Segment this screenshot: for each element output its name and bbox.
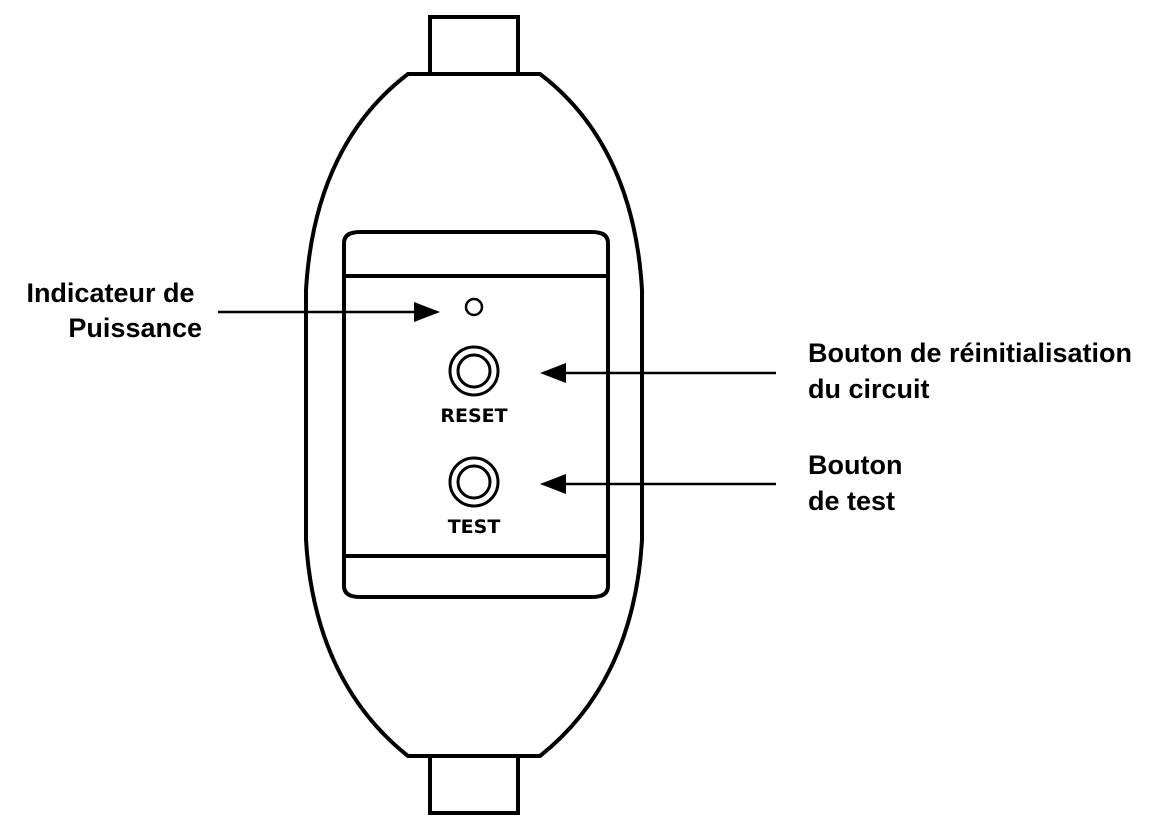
test-button-callout-line-1: Bouton bbox=[808, 450, 902, 480]
upper-band bbox=[342, 230, 610, 244]
reset-button-arrow bbox=[540, 363, 776, 383]
bottom-cable-stub bbox=[428, 753, 520, 815]
lower-band bbox=[342, 556, 610, 599]
test-button-inner-ring bbox=[456, 464, 492, 500]
reset-label: RESET bbox=[440, 405, 507, 427]
power-indicator-led bbox=[464, 297, 484, 317]
power-indicator-callout: Indicateur de Puissance bbox=[26, 278, 202, 343]
test-button-arrow bbox=[540, 474, 776, 494]
control-panel bbox=[342, 274, 610, 558]
reset-button-callout-line-2: du circuit bbox=[808, 374, 930, 404]
test-label: TEST bbox=[448, 516, 501, 538]
power-indicator-callout-line-2: Puissance bbox=[68, 313, 202, 343]
top-cable-stub bbox=[428, 15, 520, 77]
test-button-callout-line-2: de test bbox=[808, 486, 895, 516]
reset-button-inner-ring bbox=[456, 353, 492, 389]
reset-button-callout-line-1: Bouton de réinitialisation bbox=[808, 338, 1132, 368]
test-button[interactable] bbox=[448, 456, 500, 508]
power-indicator-arrow bbox=[218, 302, 440, 322]
power-indicator-callout-line-1: Indicateur de bbox=[26, 278, 194, 308]
reset-button[interactable] bbox=[448, 345, 500, 397]
reset-button-callout: Bouton de réinitialisation du circuit bbox=[808, 338, 1140, 404]
test-button-callout: Bouton de test bbox=[808, 450, 910, 516]
